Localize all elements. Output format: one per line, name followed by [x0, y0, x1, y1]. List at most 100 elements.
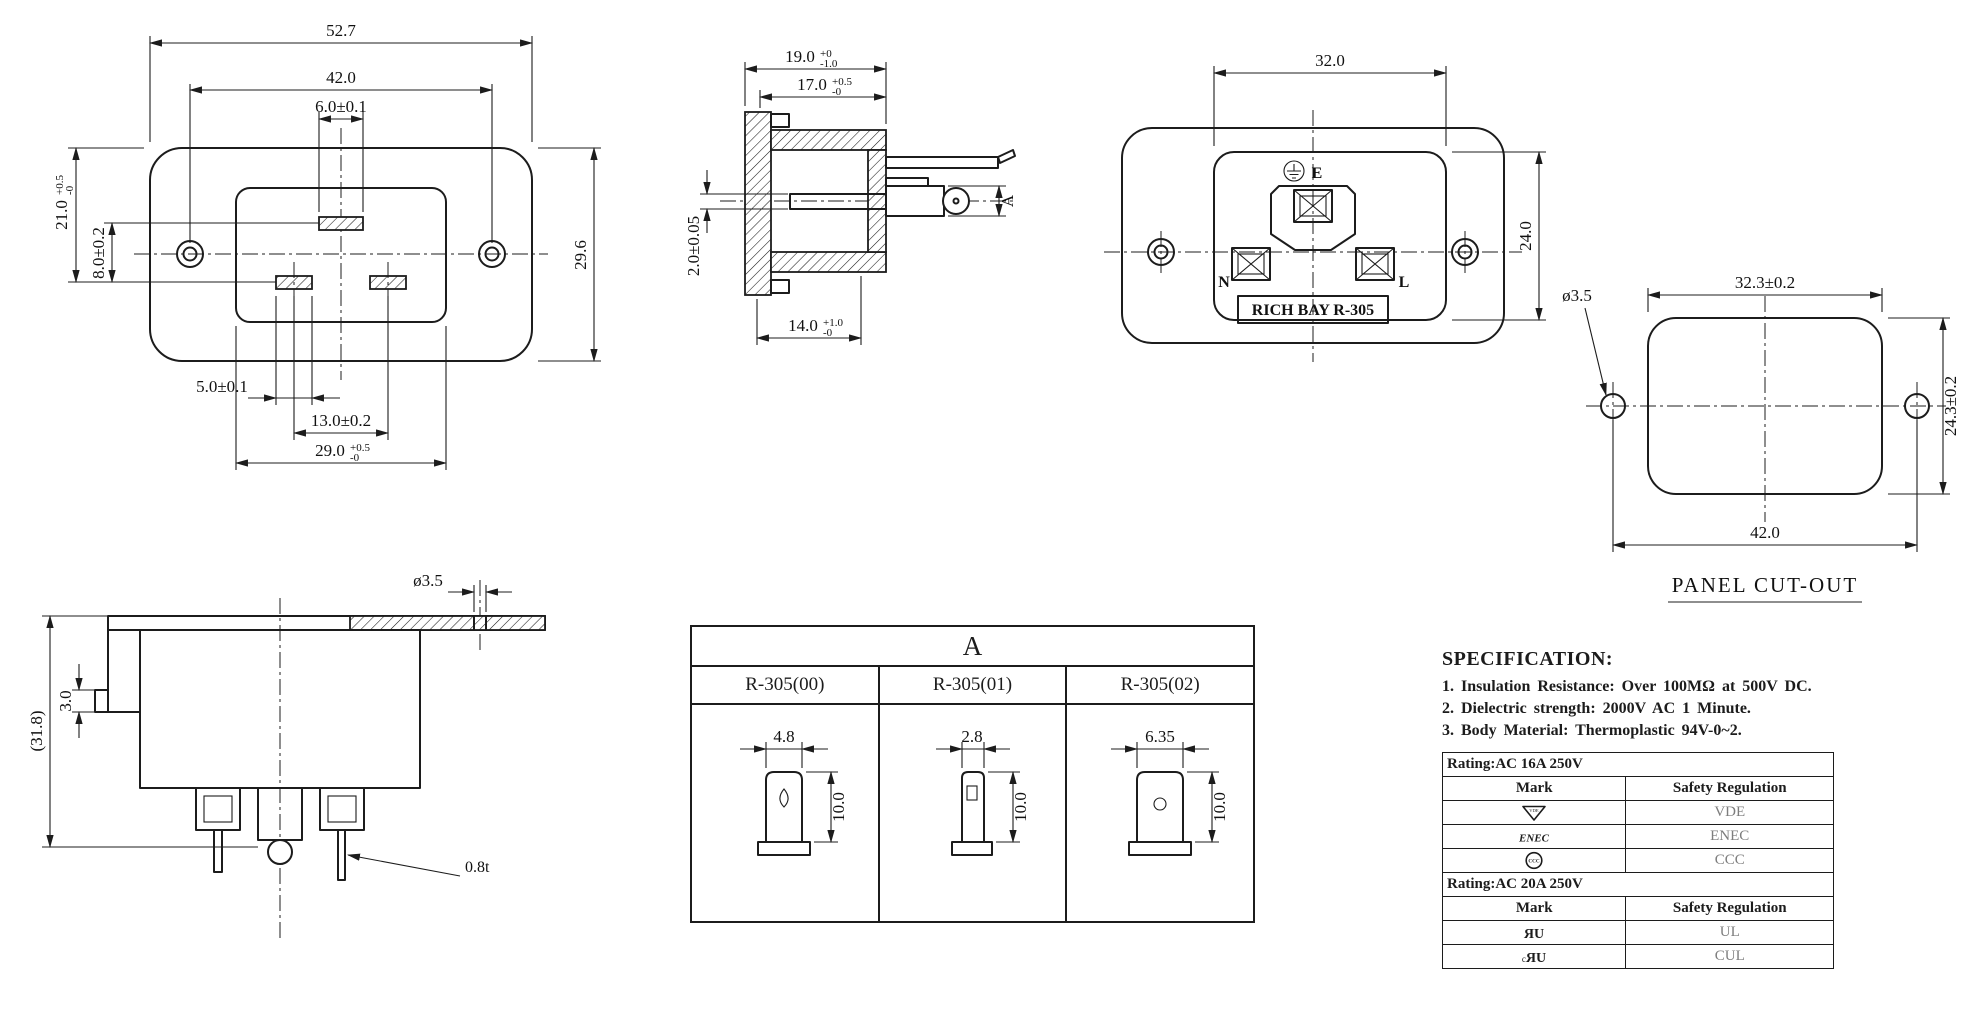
svg-text:VDE: VDE	[1530, 808, 1540, 813]
dim-recess-width-tol-up: +0.5	[350, 442, 370, 454]
mark-cell-cul: cЯU	[1441, 944, 1627, 970]
front-recess-outline	[235, 187, 447, 323]
dim-body-depth-tol-up: +0.5	[832, 76, 852, 88]
earth-pin-slot	[318, 216, 364, 231]
dim-pin-slot-spacing: 13.0±0.2	[311, 411, 371, 430]
regulation-ccc: CCC	[1625, 848, 1834, 874]
side-view: A 19.0 +0 -1.0 17.0 +0.5 -0 2.0±0.05	[684, 47, 1017, 345]
pin-barrel	[885, 185, 945, 217]
front-body-outline	[149, 147, 533, 362]
earth-terminal	[1293, 189, 1333, 223]
back-view: E N L RICH BAY R-305 32.0 24.0	[1104, 51, 1546, 362]
mount-pin-left	[213, 829, 223, 873]
back-mount-hole-left	[1147, 238, 1175, 266]
rating-table: Rating:AC 16A 250V Mark Safety Regulatio…	[1441, 752, 1834, 970]
dim-recess-width-tol-dn: -0	[350, 452, 360, 464]
svg-text:cЯU: cЯU	[1522, 951, 1546, 966]
dim-mount-pin-thickness: 0.8t	[465, 859, 490, 876]
cul-mark-icon: cЯU	[1522, 951, 1546, 966]
svg-text:CCC: CCC	[1529, 859, 1540, 865]
ccc-mark-icon: CCC	[1525, 852, 1543, 870]
dim-front-hole-spacing: 42.0	[326, 68, 356, 87]
variant-table: A R-305(00) R-305(01) R-305(02)	[690, 625, 1255, 923]
dim-pin-thickness: 2.0±0.05	[684, 216, 703, 276]
variant-column-2: R-305(02)	[1065, 665, 1255, 705]
dim-recess-depth-tol-up: +1.0	[823, 317, 843, 329]
live-pin-slot	[369, 275, 407, 290]
body-back-wall	[867, 149, 887, 253]
dim-front-upper-height-tol-dn: -0	[64, 185, 76, 195]
regulation-header-20a: Safety Regulation	[1625, 896, 1834, 922]
front-mount-hole-right	[478, 240, 506, 268]
dim-overall-depth-tol-up: +0	[820, 48, 832, 60]
earth-terminal-boss	[1270, 185, 1356, 251]
regulation-enec: ENEC	[1625, 824, 1834, 850]
mount-terminal-left	[195, 787, 241, 831]
brand-box	[1237, 295, 1389, 324]
earth-label: E	[1312, 165, 1323, 182]
spec-item-2: 2. Dielectric strength: 2000V AC 1 Minut…	[1442, 700, 1751, 718]
svg-text:ЯU: ЯU	[1524, 927, 1544, 942]
dim-mount-overall-height: (31.8)	[27, 710, 46, 751]
rating-16a: Rating:AC 16A 250V	[1442, 752, 1834, 778]
regulation-cul: CUL	[1625, 944, 1834, 970]
mark-cell-ul: ЯU	[1441, 920, 1627, 946]
mark-cell-ccc: CCC	[1441, 848, 1627, 874]
spec-item-3: 3. Body Material: Thermoplastic 94V-0~2.	[1442, 722, 1742, 740]
mark-header-20a: Mark	[1441, 896, 1627, 922]
regulation-header-16a: Safety Regulation	[1625, 776, 1834, 802]
svg-text:ENEC: ENEC	[1518, 833, 1550, 845]
mark-cell-enec: ENEC	[1441, 824, 1627, 850]
dim-overall-depth-value: 19.0	[785, 47, 815, 66]
dim-earth-slot-width: 6.0±0.1	[315, 97, 367, 116]
spec-item-1: 1. Insulation Resistance: Over 100MΩ at …	[1442, 678, 1812, 695]
dim-front-outer-width: 52.7	[326, 21, 356, 40]
mount-terminal-right	[319, 787, 365, 831]
mount-pin-right	[337, 829, 346, 881]
dim-recess-width: 29.0 +0.5 -0	[315, 441, 370, 464]
variant-table-title: A	[690, 625, 1255, 667]
dim-pin-slot-width: 5.0±0.1	[196, 377, 248, 396]
dim-body-depth: 17.0 +0.5 -0	[797, 75, 852, 98]
body-bottom-wall	[770, 251, 887, 273]
terminal-cell-0	[690, 703, 880, 923]
terminal-cell-2	[1065, 703, 1255, 923]
flange-section	[744, 111, 772, 296]
dim-body-depth-value: 17.0	[797, 75, 827, 94]
back-body-outline	[1121, 127, 1505, 344]
mark-header-16a: Mark	[1441, 776, 1627, 802]
live-terminal	[1355, 247, 1395, 281]
mount-side-view: ø3.5 3.0 (31.8) 0.8t	[27, 571, 546, 938]
dim-front-upper-height-tol-up: +0.5	[54, 175, 66, 195]
panel-c utout-view: 32.3±0.2 24.3±0.2 42.0 ø3.5 PANEL CUT-OU…	[1562, 273, 1960, 603]
cutout-hole-left	[1600, 393, 1626, 419]
neutral-label: N	[1218, 274, 1230, 291]
dim-cutout-hole-diameter: ø3.5	[1562, 286, 1592, 305]
specification-title: SPECIFICATION:	[1442, 648, 1614, 670]
vde-mark-icon: VDE	[1522, 805, 1547, 821]
top-terminal-tab	[885, 156, 999, 169]
regulation-vde: VDE	[1625, 800, 1834, 826]
ul-mark-icon: ЯU	[1524, 927, 1544, 942]
brand-label: RICH BAY R-305	[1252, 302, 1374, 319]
variant-column-1: R-305(01)	[877, 665, 1068, 705]
dim-overall-depth-tol-dn: -1.0	[820, 58, 838, 70]
terminal-cell-1	[877, 703, 1068, 923]
back-inner-outline	[1213, 151, 1447, 321]
panel-cutout-caption: PANEL CUT-OUT	[1672, 573, 1858, 597]
pin-variant-label: A	[998, 194, 1017, 207]
dim-front-overall-height: 29.6	[571, 240, 590, 270]
mount-terminal-center	[257, 787, 303, 841]
rating-20a: Rating:AC 20A 250V	[1442, 872, 1834, 898]
regulation-ul: UL	[1625, 920, 1834, 946]
dim-front-upper-height: 21.0 +0.5 -0	[52, 175, 76, 230]
neutral-terminal	[1231, 247, 1271, 281]
dim-cutout-width: 32.3±0.2	[1735, 273, 1795, 292]
dim-mount-standoff: 3.0	[56, 690, 75, 711]
dim-recess-depth: 14.0 +1.0 -0	[788, 316, 843, 339]
dim-cutout-hole-spacing: 42.0	[1750, 523, 1780, 542]
cutout-hole-right	[1904, 393, 1930, 419]
dim-recess-width-value: 29.0	[315, 441, 345, 460]
dim-mount-hole-diameter: ø3.5	[413, 571, 443, 590]
